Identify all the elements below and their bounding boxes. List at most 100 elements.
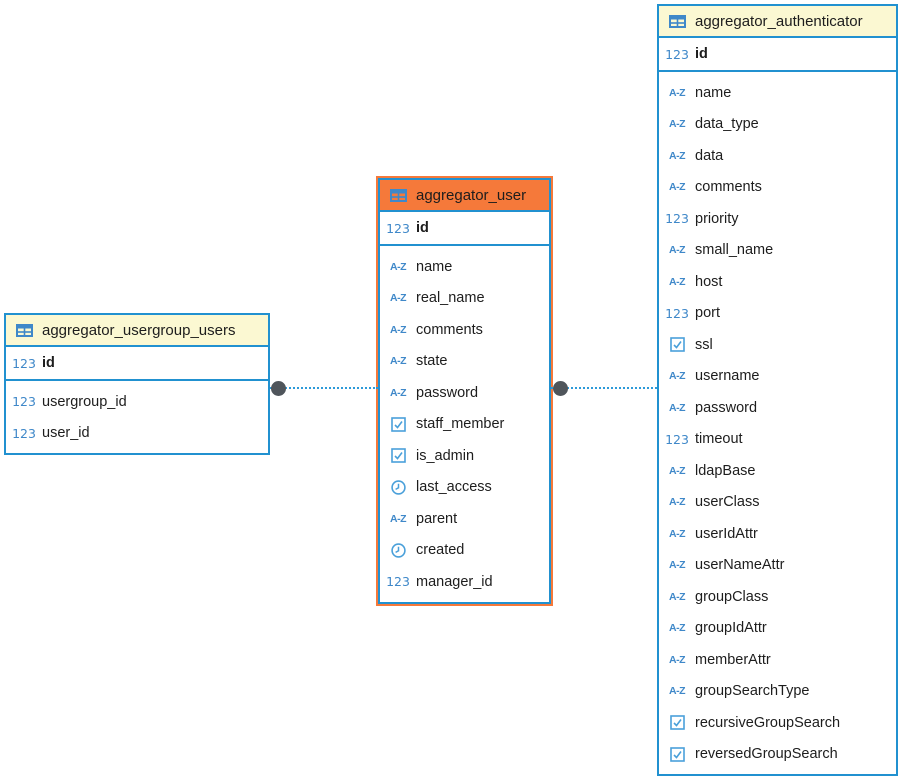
numeric-type-icon: 123	[12, 394, 36, 410]
boolean-checkbox-icon	[666, 337, 688, 353]
column-name: data	[695, 147, 724, 164]
column-name: groupClass	[695, 588, 769, 605]
entity-title: aggregator_user	[416, 186, 527, 204]
numeric-type-icon: 123	[665, 305, 689, 321]
relation-endpoint-dot	[270, 380, 286, 396]
entity-title: aggregator_usergroup_users	[42, 321, 236, 339]
string-type-icon: A-Z	[669, 275, 686, 288]
numeric-type-icon: 123	[386, 574, 410, 590]
column-row-password[interactable]: A-Z password	[380, 377, 549, 409]
column-name: name	[416, 258, 453, 275]
column-name: reversedGroupSearch	[695, 746, 838, 763]
entity-header-aggregator_usergroup_users[interactable]: aggregator_usergroup_users	[6, 315, 268, 347]
column-row-last_access[interactable]: last_access	[380, 472, 549, 504]
column-row-manager_id[interactable]: 123 manager_id	[380, 566, 549, 598]
string-type-icon: A-Z	[669, 622, 686, 635]
string-type-icon: A-Z	[390, 260, 407, 273]
column-name: port	[695, 305, 720, 322]
column-row-staff_member[interactable]: staff_member	[380, 409, 549, 441]
column-name: ssl	[695, 336, 713, 353]
relation-line-aggregator_user-aggregator_authenticator[interactable]	[551, 387, 657, 389]
column-row-port[interactable]: 123 port	[659, 298, 896, 330]
string-type-icon: A-Z	[669, 527, 686, 540]
column-row-userIdAttr[interactable]: A-Z userIdAttr	[659, 518, 896, 550]
column-name: staff_member	[416, 416, 505, 433]
entity-header-aggregator_user[interactable]: aggregator_user	[380, 180, 549, 212]
column-row-groupIdAttr[interactable]: A-Z groupIdAttr	[659, 613, 896, 645]
column-row-is_admin[interactable]: is_admin	[380, 440, 549, 472]
string-type-icon: A-Z	[390, 323, 407, 336]
column-name: parent	[416, 510, 458, 527]
string-type-icon: A-Z	[390, 386, 407, 399]
string-type-icon: A-Z	[669, 149, 686, 162]
column-name: priority	[695, 210, 739, 227]
string-type-icon: A-Z	[669, 653, 686, 666]
string-type-icon: A-Z	[669, 496, 686, 509]
column-name: recursiveGroupSearch	[695, 714, 841, 731]
relation-line-aggregator_usergroup_users-aggregator_user[interactable]	[270, 387, 378, 389]
numeric-type-icon: 123	[12, 355, 36, 371]
numeric-type-icon: 123	[665, 211, 689, 227]
numeric-type-icon: 123	[665, 431, 689, 447]
column-row-ssl[interactable]: ssl	[659, 329, 896, 361]
column-name: comments	[416, 321, 483, 338]
column-row-reversedGroupSearch[interactable]: reversedGroupSearch	[659, 739, 896, 771]
column-row-recursiveGroupSearch[interactable]: recursiveGroupSearch	[659, 707, 896, 739]
table-icon	[666, 13, 688, 29]
table-icon	[387, 187, 409, 203]
numeric-type-icon: 123	[386, 220, 410, 236]
column-name: password	[416, 384, 479, 401]
column-name: userClass	[695, 494, 760, 511]
column-name: memberAttr	[695, 651, 771, 668]
column-name: host	[695, 273, 723, 290]
numeric-type-icon: 123	[665, 46, 689, 62]
column-name: ldapBase	[695, 462, 756, 479]
column-name: userIdAttr	[695, 525, 758, 542]
column-row-host[interactable]: A-Z host	[659, 266, 896, 298]
column-row-memberAttr[interactable]: A-Z memberAttr	[659, 644, 896, 676]
column-row-data[interactable]: A-Z data	[659, 140, 896, 172]
column-name: name	[695, 84, 732, 101]
column-row-created[interactable]: created	[380, 535, 549, 567]
boolean-checkbox-icon	[666, 715, 688, 731]
column-row-userClass[interactable]: A-Z userClass	[659, 487, 896, 519]
column-row-comments[interactable]: A-Z comments	[380, 314, 549, 346]
string-type-icon: A-Z	[669, 401, 686, 414]
entity-header-aggregator_authenticator[interactable]: aggregator_authenticator	[659, 6, 896, 38]
column-name: manager_id	[416, 573, 493, 590]
column-row-name[interactable]: A-Z name	[380, 251, 549, 283]
column-name: is_admin	[416, 447, 475, 464]
boolean-checkbox-icon	[387, 448, 409, 464]
column-name: groupIdAttr	[695, 620, 767, 637]
column-row-priority[interactable]: 123 priority	[659, 203, 896, 235]
column-name: last_access	[416, 479, 492, 496]
